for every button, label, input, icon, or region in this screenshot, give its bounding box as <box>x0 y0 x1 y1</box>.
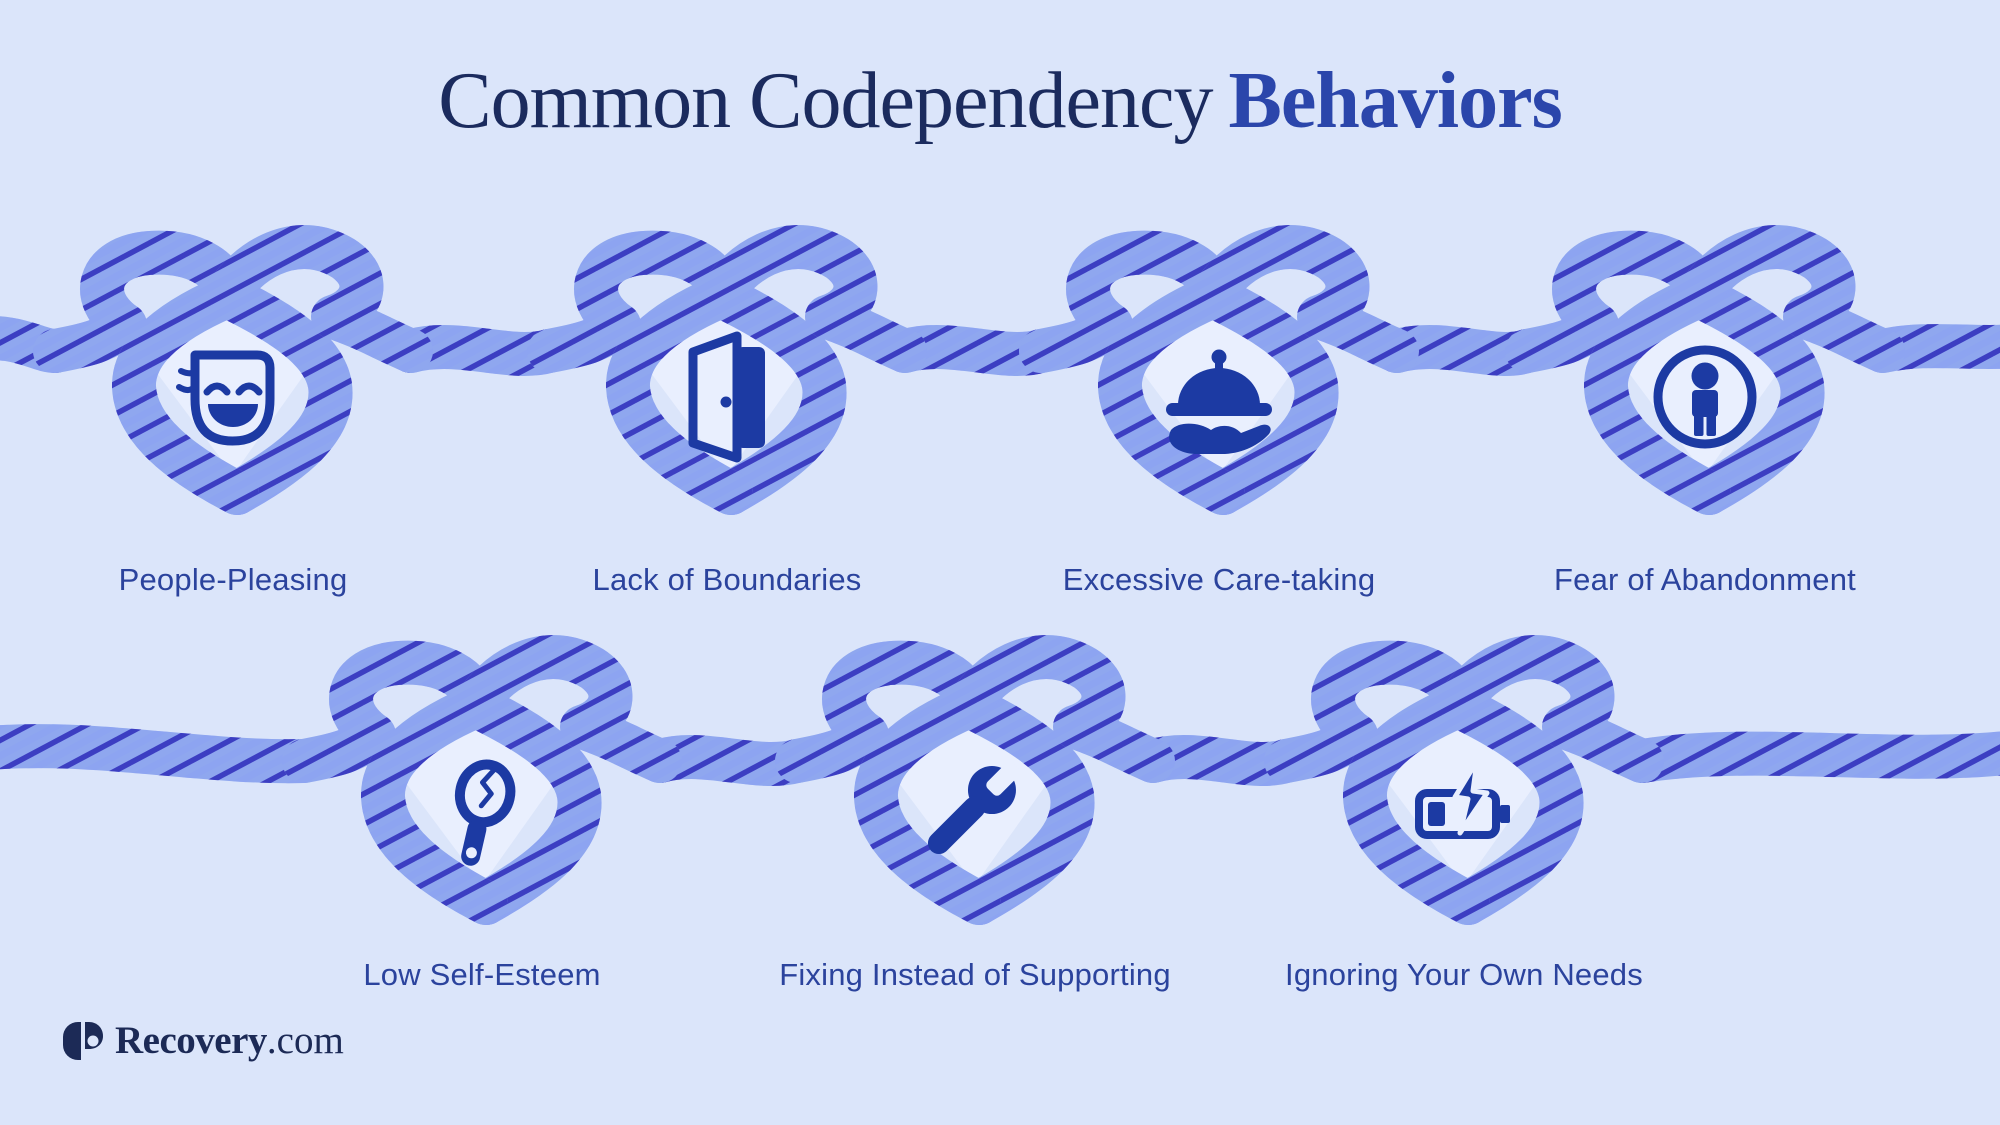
wrench-icon <box>927 761 1021 855</box>
behavior-label-people-pleasing: People-Pleasing <box>118 562 348 597</box>
behavior-label-low-self-esteem: Low Self-Esteem <box>363 957 601 992</box>
serving-dish-hand-icon <box>1166 349 1272 454</box>
behavior-label-lack-of-boundaries: Lack of Boundaries <box>592 562 862 597</box>
title-regular: Common Codependency <box>438 57 1213 145</box>
behavior-label-fear-of-abandonment: Fear of Abandonment <box>1554 562 1856 597</box>
behavior-label-excessive-caretaking: Excessive Care-taking <box>1062 562 1376 597</box>
title-accent: Behaviors <box>1228 57 1562 145</box>
heart-knot <box>55 247 411 493</box>
behavior-label-ignoring-own-needs: Ignoring Your Own Needs <box>1285 957 1643 992</box>
cracked-mirror-icon <box>454 759 516 866</box>
recovery-logo-mark-icon <box>63 1021 103 1060</box>
recovery-logo-text: Recovery.com <box>115 1018 344 1063</box>
rope-row-2 <box>0 657 2000 903</box>
rope-row-1 <box>0 247 2000 493</box>
open-door-icon <box>688 331 765 463</box>
comedy-mask-icon <box>176 350 275 446</box>
logo-tld: .com <box>266 1019 344 1062</box>
low-battery-charging-icon <box>1415 758 1510 839</box>
logo-name: Recovery <box>115 1019 267 1062</box>
person-in-circle-icon <box>1653 345 1757 449</box>
recovery-logo: Recovery.com <box>62 1018 344 1063</box>
behavior-label-fixing-not-supporting: Fixing Instead of Supporting <box>779 957 1171 992</box>
